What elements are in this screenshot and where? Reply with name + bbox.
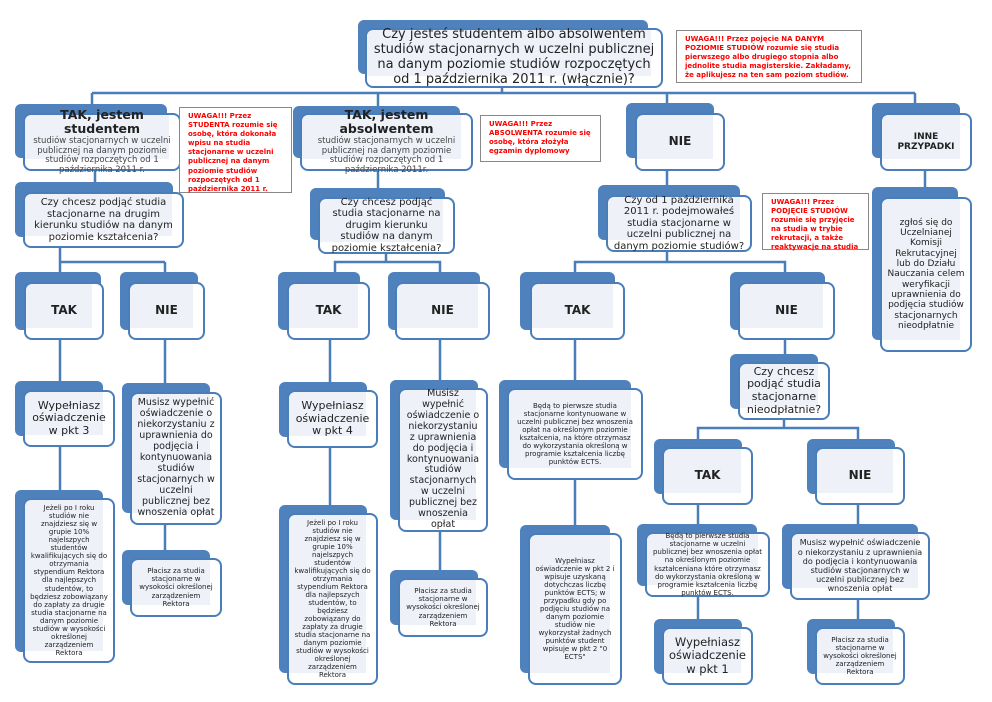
branch-student-subtitle: studiów stacjonarnych w uczelni publiczn… (33, 135, 171, 176)
student-no-info: Płacisz za studia stacjonarne w wysokośc… (130, 558, 222, 617)
nie-no-yes: TAK (662, 447, 753, 505)
branch-absolwent-title: TAK, jestem absolwentem (339, 107, 434, 137)
branch-inne-title: INNE PRZYPADKI (897, 131, 955, 152)
nie-no-yes-step: Wypełniasz oświadczenie w pkt 1 (662, 627, 753, 685)
student-yes-step-text: Wypełniasz oświadczenie w pkt 3 (32, 398, 106, 437)
note-podjecie: UWAGA!!! Przez PODJĘCIE STUDIÓW rozumie … (762, 193, 869, 252)
absolwent-yes-info: Jeżeli po I roku studiów nie znajdziesz … (287, 513, 378, 685)
student-no: NIE (128, 282, 205, 340)
note-student-text: UWAGA!!! Przez STUDENTA rozumie się osob… (188, 112, 278, 193)
student-question: Czy chcesz podjąć studia stacjonarne na … (23, 192, 184, 248)
nie-yes-step-text: Wypełniasz oświadczenie w pkt 2 i wpisuj… (535, 556, 615, 662)
nie-no-no-info: Płacisz za studia stacjonarne w wysokośc… (815, 627, 905, 685)
nie-no: NIE (738, 282, 835, 340)
note-absolwent-text: UWAGA!!! Przez ABSOLWENTA rozumie się os… (489, 120, 591, 156)
nie-no-label: NIE (775, 303, 798, 318)
root-question: Czy jesteś studentem albo absolwentem st… (365, 27, 663, 88)
branch-student-title: TAK, jestem studentem (60, 107, 144, 137)
note-podjecie-text: UWAGA!!! Przez PODJĘCIE STUDIÓW rozumie … (771, 198, 859, 252)
nie-question-text: Czy od 1 października 2011 r. podejmował… (613, 194, 745, 252)
absolwent-no: NIE (395, 282, 490, 340)
nie-no-no-label: NIE (848, 468, 872, 483)
nie-no-no-step: Musisz wypełnić oświadczenie o niekorzys… (790, 532, 930, 600)
student-yes-info-text: Jeżeli po I roku studiów nie znajdziesz … (30, 504, 108, 657)
absolwent-yes: TAK (287, 282, 370, 340)
nie-yes-info: Będą to pierwsze studia stacjonarne kont… (507, 388, 643, 480)
nie-yes-step: Wypełniasz oświadczenie w pkt 2 i wpisuj… (528, 533, 622, 685)
nie-no-question-text: Czy chcesz podjąć studia stacjonarne nie… (746, 364, 822, 416)
absolwent-no-label: NIE (431, 303, 454, 318)
nie-no-yes-label: TAK (694, 468, 721, 483)
absolwent-no-info: Płacisz za studia stacjonarne w wysokośc… (398, 578, 488, 637)
student-question-text: Czy chcesz podjąć studia stacjonarne na … (34, 197, 173, 243)
nie-no-no-step-text: Musisz wypełnić oświadczenie o niekorzys… (797, 538, 923, 594)
nie-question: Czy od 1 października 2011 r. podejmował… (606, 195, 752, 252)
student-no-step-text: Musisz wypełnić oświadczenie o niekorzys… (137, 397, 215, 518)
absolwent-no-step-text: Musisz wypełnić oświadczenie o niekorzys… (406, 388, 480, 531)
absolwent-yes-step: Wypełniasz oświadczenie w pkt 4 (287, 390, 378, 448)
student-no-label: NIE (155, 303, 178, 318)
branch-nie-title: NIE (668, 134, 692, 149)
nie-no-yes-info: Będą to pierwsze studia stacjonarne w uc… (645, 532, 770, 597)
student-yes-step: Wypełniasz oświadczenie w pkt 3 (23, 390, 115, 447)
absolwent-question: Czy chcesz podjąć studia stacjonarne na … (318, 197, 455, 254)
absolwent-no-info-text: Płacisz za studia stacjonarne w wysokośc… (406, 587, 480, 628)
nie-no-yes-step-text: Wypełniasz oświadczenie w pkt 1 (669, 635, 746, 676)
nie-no-yes-info-text: Będą to pierwsze studia stacjonarne w uc… (652, 532, 763, 597)
nie-yes-info-text: Będą to pierwsze studia stacjonarne kont… (517, 401, 633, 467)
student-yes-info: Jeżeli po I roku studiów nie znajdziesz … (23, 498, 115, 663)
nie-yes: TAK (530, 282, 625, 340)
absolwent-yes-info-text: Jeżeli po I roku studiów nie znajdziesz … (294, 518, 371, 680)
nie-no-no: NIE (815, 447, 905, 505)
note-student: UWAGA!!! Przez STUDENTA rozumie się osob… (179, 107, 292, 193)
nie-yes-label: TAK (564, 303, 591, 318)
note-poziom: UWAGA!!! Przez pojęcie NA DANYM POZIOMIE… (676, 30, 862, 83)
student-no-info-text: Płacisz za studia stacjonarne w wysokośc… (139, 567, 213, 608)
inne-info: zgłoś się do Uczelnianej Komisji Rekruta… (880, 197, 972, 352)
inne-info-text: zgłoś się do Uczelnianej Komisji Rekruta… (887, 217, 965, 332)
student-yes-label: TAK (51, 303, 77, 318)
nie-no-question: Czy chcesz podjąć studia stacjonarne nie… (738, 362, 830, 420)
absolwent-no-step: Musisz wypełnić oświadczenie o niekorzys… (398, 388, 488, 532)
note-absolwent: UWAGA!!! Przez ABSOLWENTA rozumie się os… (480, 115, 601, 162)
absolwent-yes-label: TAK (315, 303, 342, 318)
absolwent-yes-step-text: Wypełniasz oświadczenie w pkt 4 (295, 399, 370, 438)
root-question-text: Czy jesteś studentem albo absolwentem st… (373, 27, 655, 87)
student-no-step: Musisz wypełnić oświadczenie o niekorzys… (130, 392, 222, 525)
nie-no-no-info-text: Płacisz za studia stacjonarne w wysokośc… (823, 635, 897, 677)
student-yes: TAK (24, 282, 104, 340)
branch-absolwent-subtitle: studiów stacjonarnych w uczelni publiczn… (317, 135, 456, 176)
absolwent-question-text: Czy chcesz podjąć studia stacjonarne na … (331, 196, 442, 254)
note-poziom-text: UWAGA!!! Przez pojęcie NA DANYM POZIOMIE… (685, 35, 852, 80)
branch-inne: INNE PRZYPADKI (880, 113, 972, 171)
branch-nie: NIE (635, 113, 725, 171)
